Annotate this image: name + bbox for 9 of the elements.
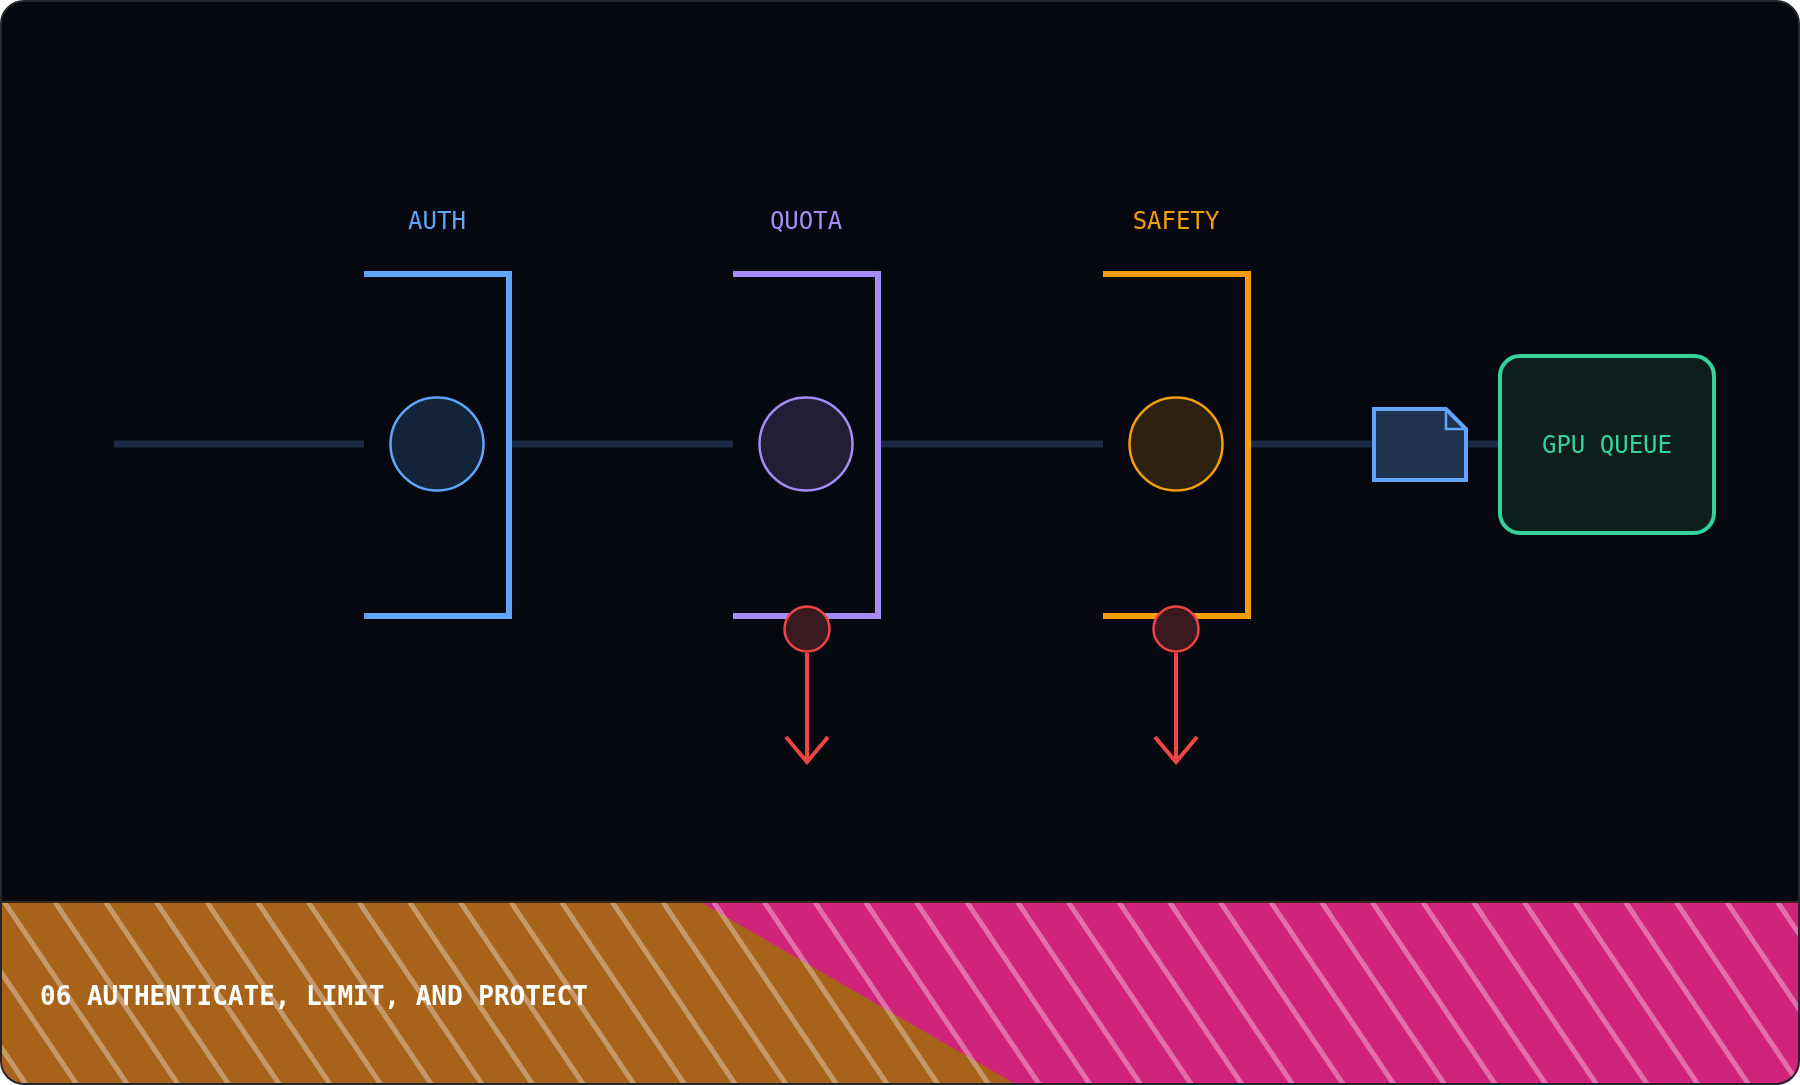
gate-label: AUTH xyxy=(407,206,467,237)
caption: 06 AUTHENTICATE, LIMIT, AND PROTECT xyxy=(40,980,588,1013)
reject-arrow xyxy=(1153,653,1199,764)
connector-line xyxy=(1468,440,1498,448)
reject-arrow xyxy=(784,653,830,764)
queue-label: GPU QUEUE xyxy=(1541,429,1672,461)
gate-label: SAFETY xyxy=(1131,206,1221,237)
gate-label: QUOTA xyxy=(768,206,844,237)
queue-box xyxy=(1498,354,1716,535)
